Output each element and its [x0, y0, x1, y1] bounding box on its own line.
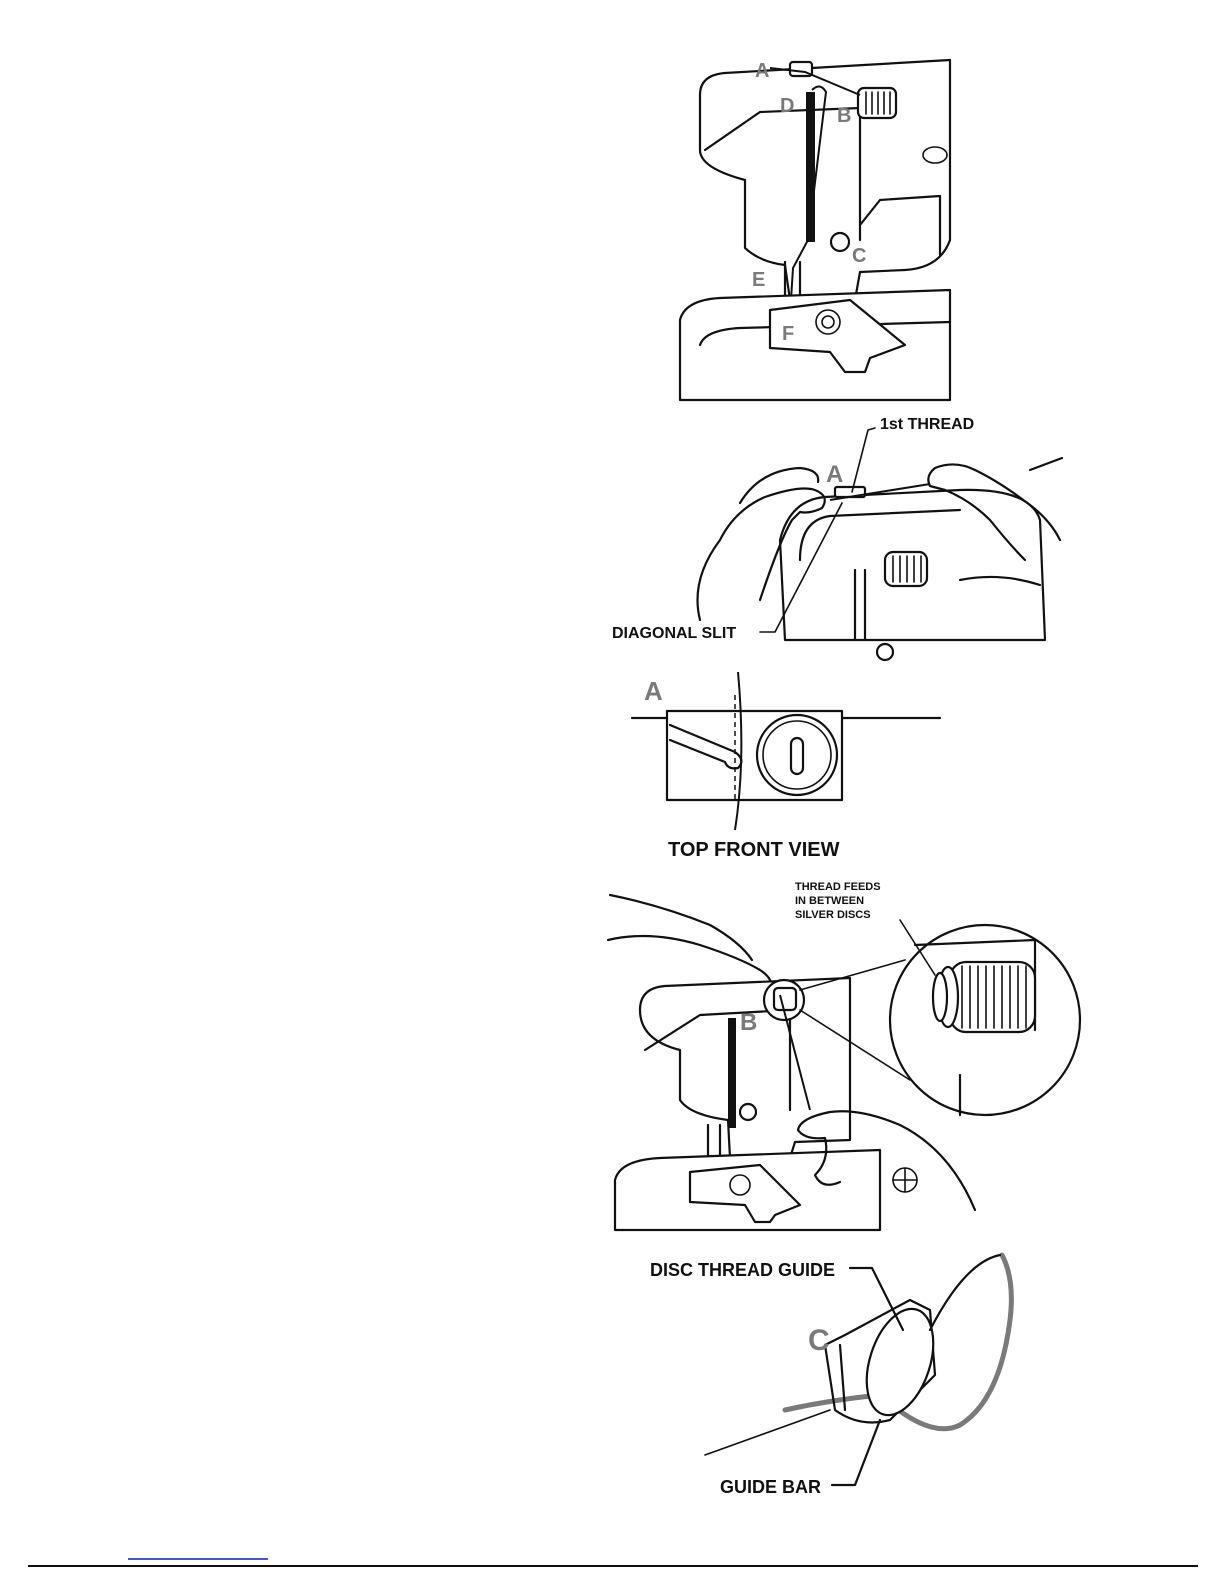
thread-leader — [852, 428, 875, 492]
label-a: A — [755, 60, 769, 82]
figure-top-front-view: A TOP FRONT VIEW — [632, 672, 940, 861]
label-b-view4: B — [740, 1009, 757, 1036]
figure-first-thread-slit: A 1st THREAD DIAGONAL SLIT — [612, 416, 1062, 660]
footer-link-underline[interactable] — [128, 1558, 268, 1560]
figure-machine-threading-path: A B C D E F — [680, 60, 950, 400]
callout-line-2: IN BETWEEN — [795, 895, 864, 907]
label-a-view2: A — [826, 461, 843, 488]
label-a-view3: A — [644, 676, 663, 706]
label-d: D — [780, 95, 794, 117]
caption-top-front-view: TOP FRONT VIEW — [668, 839, 840, 861]
label-diagonal-slit: DIAGONAL SLIT — [612, 625, 736, 642]
machine-head-view4 — [640, 978, 850, 1158]
callout-line-1: THREAD FEEDS — [795, 881, 881, 893]
disc-guide-c — [831, 233, 849, 251]
figure-disc-thread-guide: C DISC THREAD GUIDE GUIDE BAR — [650, 1255, 1011, 1497]
label-guide-bar: GUIDE BAR — [720, 1477, 821, 1497]
disc-face — [854, 1300, 945, 1423]
label-b: B — [837, 105, 851, 127]
label-c: C — [852, 245, 866, 267]
footer-rule — [28, 1565, 1198, 1567]
bar-leader — [832, 1420, 880, 1485]
label-e: E — [752, 269, 765, 291]
label-c-view5: C — [808, 1324, 830, 1357]
label-f: F — [782, 323, 794, 345]
callout-line-3: SILVER DISCS — [795, 909, 871, 921]
figure-tension-discs: THREAD FEEDS IN BETWEEN SILVER DISCS B — [608, 881, 1080, 1230]
silver-disc-inner — [933, 973, 947, 1021]
label-disc-thread-guide: DISC THREAD GUIDE — [650, 1260, 835, 1280]
label-1st-thread: 1st THREAD — [880, 416, 974, 433]
